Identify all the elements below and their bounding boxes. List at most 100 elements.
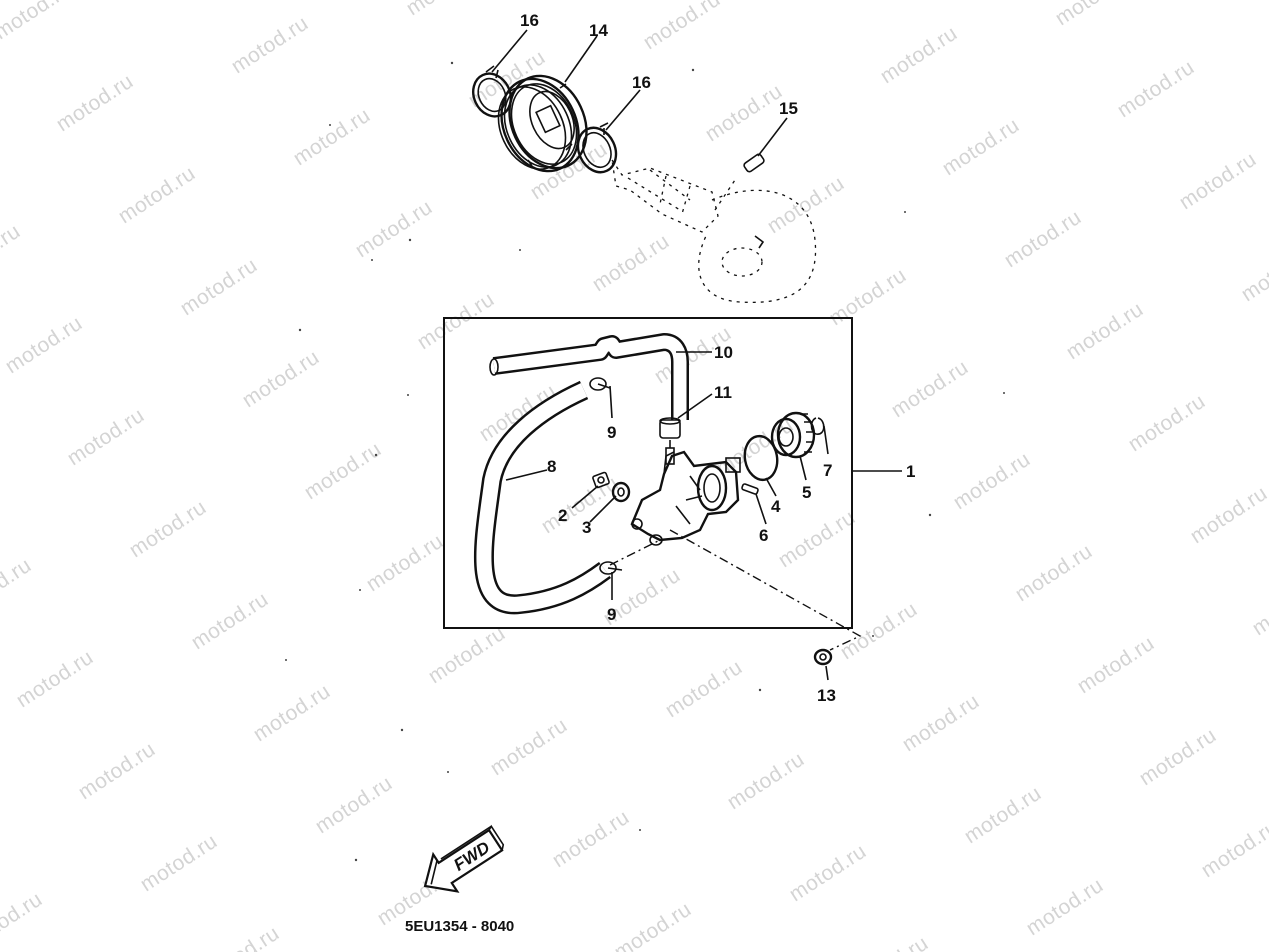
watermark-text: motod.ru	[785, 840, 870, 907]
callout-4: 4	[771, 497, 781, 516]
watermark-text: motod.ru	[176, 254, 261, 321]
watermark-text: motod.ru	[588, 230, 673, 297]
oil-pump-assembly-frame	[443, 317, 853, 629]
watermark-text: motod.ru	[1197, 816, 1269, 883]
watermark-text: motod.ru	[661, 656, 746, 723]
watermark-text: motod.ru	[610, 898, 695, 952]
watermark-text: motod.ru	[351, 196, 436, 263]
watermark-text: motod.ru	[0, 0, 76, 44]
bolt-alignment-line	[669, 529, 862, 651]
diagram-code: 5EU1354 - 8040	[405, 918, 514, 935]
watermark-text: motod.ru	[960, 782, 1045, 849]
watermark-text: motod.ru	[249, 680, 334, 747]
watermark-text: motod.ru	[227, 12, 312, 79]
watermark-text: motod.ru	[12, 646, 97, 713]
watermark-text: motod.ru	[198, 922, 283, 952]
callout-10: 10	[714, 343, 733, 362]
callout-9-top: 9	[607, 423, 616, 442]
bolt-2	[592, 471, 610, 489]
hose-10	[489, 333, 689, 420]
watermark-text: motod.ru	[836, 598, 921, 665]
watermark-text: motod.ru	[0, 220, 25, 287]
watermark-text: motod.ru	[825, 264, 910, 331]
watermark-text: motod.ru	[1062, 298, 1147, 365]
watermark-text: motod.ru	[898, 690, 983, 757]
hose-clip-9-bottom	[599, 561, 623, 575]
circlip-16-right	[576, 122, 618, 174]
hose-8	[473, 380, 611, 615]
hose-clip-9-top	[589, 377, 611, 391]
callout-13: 13	[817, 686, 836, 705]
watermark-text: motod.ru	[424, 622, 509, 689]
watermark-text: motod.ru	[114, 162, 199, 229]
watermark-text: motod.ru	[639, 0, 724, 54]
callout-2: 2	[558, 506, 567, 525]
watermark-text: motod.ru	[1000, 206, 1085, 273]
oil-pump-body	[630, 440, 741, 546]
callout-5: 5	[802, 483, 811, 502]
watermark-text: motod.ru	[847, 932, 932, 952]
watermark-text: motod.ru	[1051, 0, 1136, 30]
watermark-text: motod.ru	[548, 806, 633, 873]
watermark-text: motod.ru	[52, 70, 137, 137]
scan-speckles	[285, 61, 1005, 862]
callout-14: 14	[589, 21, 608, 40]
watermark-text: motod.ru	[0, 554, 36, 621]
watermark-text: motod.ru	[1073, 632, 1158, 699]
callout-7: 7	[823, 461, 832, 480]
watermark-text: motod.ru	[1237, 240, 1269, 307]
watermark-text: motod.ru	[1022, 874, 1107, 941]
leader-lines	[491, 29, 902, 681]
watermark-text: motod.ru	[300, 438, 385, 505]
pump-gear-5	[770, 411, 816, 459]
watermark-text: motod.ru	[289, 104, 374, 171]
watermark-text: motod.ru	[1, 312, 86, 379]
watermark-text: motod.ru	[1175, 148, 1260, 215]
hose-alignment-line	[609, 539, 661, 566]
bolt-13	[813, 648, 833, 666]
watermark-text: motod.ru	[876, 22, 961, 89]
callout-9-bottom: 9	[607, 605, 616, 624]
watermark-text: motod.ru	[63, 404, 148, 471]
callout-15: 15	[779, 99, 798, 118]
callout-6: 6	[759, 526, 768, 545]
watermark-text: motod.ru	[486, 714, 571, 781]
watermark-text: motod.ru	[887, 356, 972, 423]
watermark-text: motod.ru	[187, 588, 272, 655]
watermark-text: motod.ru	[0, 888, 47, 952]
callout-11: 11	[714, 383, 732, 402]
callout-16-left: 16	[520, 11, 539, 30]
watermark-text: motod.ru	[136, 830, 221, 897]
watermark-text: motod.ru	[1011, 540, 1096, 607]
watermark-text: motod.ru	[402, 0, 487, 20]
watermark-text: motod.ru	[125, 496, 210, 563]
watermark-text: motod.ru	[723, 748, 808, 815]
pin-6	[741, 483, 759, 495]
watermark-text: motod.ru	[311, 772, 396, 839]
watermark-text: motod.ru	[1248, 574, 1269, 641]
watermark-text: motod.ru	[238, 346, 323, 413]
drive-gear-14	[497, 74, 588, 173]
callout-16-right: 16	[632, 73, 651, 92]
watermark-text: motod.ru	[774, 506, 859, 573]
watermark-text: motod.ru	[1186, 482, 1269, 549]
watermark-text: motod.ru	[1259, 908, 1269, 952]
washer-3	[611, 481, 631, 503]
watermark-text: motod.ru	[949, 448, 1034, 515]
watermark-text: motod.ru	[1135, 724, 1220, 791]
callout-1: 1	[906, 462, 915, 481]
watermark-text: motod.ru	[1124, 390, 1209, 457]
watermark-text: motod.ru	[74, 738, 159, 805]
watermark-text: motod.ru	[938, 114, 1023, 181]
watermark-text: motod.ru	[763, 172, 848, 239]
watermark-text: motod.ru	[362, 530, 447, 597]
watermark-text: motod.ru	[712, 414, 797, 481]
o-ring-4	[743, 434, 779, 482]
watermark-text: motod.ru	[413, 288, 498, 355]
circlip-7	[810, 417, 825, 435]
watermark-text: motod.ru	[1113, 56, 1198, 123]
crankshaft-phantom	[611, 159, 817, 304]
dowel-pin-15	[743, 153, 765, 173]
